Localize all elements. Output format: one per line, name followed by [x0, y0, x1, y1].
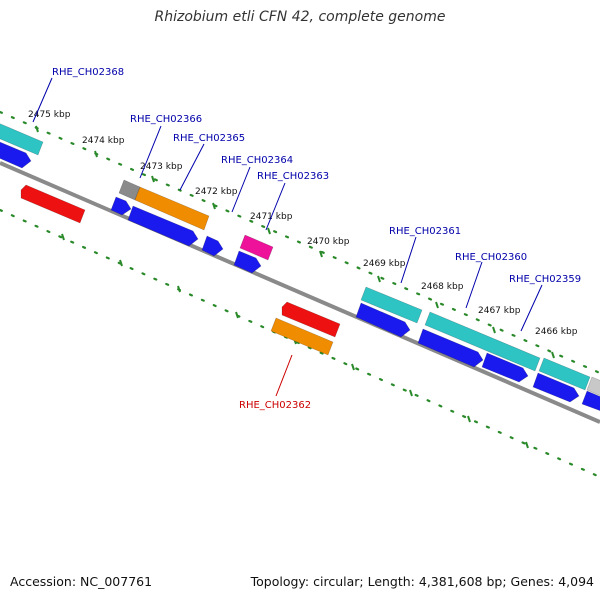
- label-leaders: [32, 77, 543, 397]
- genome-stats-text: Topology: circular; Length: 4,381,608 bp…: [250, 574, 594, 589]
- feature-cyan[interactable]: [0, 122, 44, 156]
- kbp-label: 2467 kbp: [478, 306, 521, 316]
- reverse-features: [20, 184, 341, 356]
- feature-cyan[interactable]: [360, 286, 423, 324]
- major-ticks-inner: [61, 233, 529, 449]
- cds-arrow-reverse[interactable]: [20, 184, 86, 224]
- feature-gray[interactable]: [586, 376, 600, 396]
- kbp-label: 2475 kbp: [28, 110, 71, 120]
- gene-labels: RHE_CH02368 RHE_CH02366 RHE_CH02365 RHE_…: [52, 67, 581, 411]
- cds-arrow[interactable]: [417, 328, 484, 368]
- scale-track-outer: [0, 110, 600, 375]
- feature-magenta[interactable]: [239, 234, 274, 261]
- gene-label[interactable]: RHE_CH02360: [455, 252, 527, 263]
- accession-text: Accession: NC_007761: [10, 574, 153, 589]
- gene-label[interactable]: RHE_CH02363: [257, 171, 329, 182]
- gene-label[interactable]: RHE_CH02368: [52, 67, 124, 78]
- genome-backbone: [0, 161, 600, 424]
- cds-arrow[interactable]: [201, 235, 224, 257]
- kbp-label: 2469 kbp: [363, 259, 406, 269]
- map-title: Rhizobium etli CFN 42, complete genome: [154, 9, 446, 25]
- kbp-label: 2472 kbp: [195, 187, 238, 197]
- cds-arrow-reverse[interactable]: [281, 301, 341, 338]
- feature-orange[interactable]: [270, 317, 334, 356]
- kbp-label: 2473 kbp: [140, 162, 183, 172]
- cds-arrow[interactable]: [355, 302, 411, 338]
- cds-arrow[interactable]: [0, 140, 32, 169]
- feature-cyan[interactable]: [424, 311, 541, 372]
- major-ticks-outer: [35, 125, 555, 359]
- outer-features: [0, 122, 600, 396]
- scale-track-inner: [0, 208, 600, 479]
- gene-label[interactable]: RHE_CH02364: [221, 155, 293, 166]
- cds-arrow[interactable]: [233, 250, 262, 274]
- gene-label[interactable]: RHE_CH02361: [389, 226, 461, 237]
- cds-arrow[interactable]: [532, 372, 580, 403]
- gene-label[interactable]: RHE_CH02362: [239, 400, 311, 411]
- gene-label[interactable]: RHE_CH02365: [173, 133, 245, 144]
- kbp-labels: 2475 kbp 2474 kbp 2473 kbp 2472 kbp 2471…: [28, 110, 578, 337]
- kbp-label: 2470 kbp: [307, 237, 350, 247]
- gene-label[interactable]: RHE_CH02359: [509, 274, 581, 285]
- kbp-label: 2466 kbp: [535, 327, 578, 337]
- kbp-label: 2468 kbp: [421, 282, 464, 292]
- cds-arrow[interactable]: [110, 196, 132, 216]
- gene-label[interactable]: RHE_CH02366: [130, 114, 202, 125]
- cds-arrow[interactable]: [127, 205, 199, 247]
- cds-arrow[interactable]: [481, 352, 529, 383]
- feature-orange[interactable]: [134, 186, 210, 231]
- feature-cyan[interactable]: [538, 357, 591, 391]
- kbp-label: 2474 kbp: [82, 136, 125, 146]
- forward-cds: [0, 140, 600, 411]
